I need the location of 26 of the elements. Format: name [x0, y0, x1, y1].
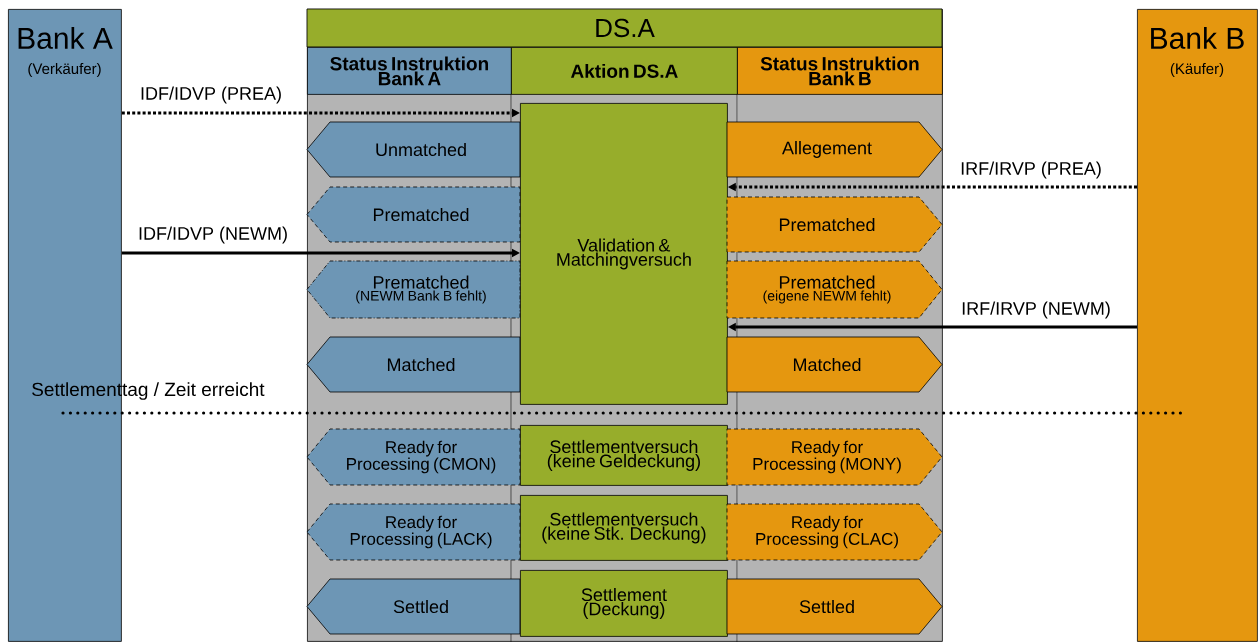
status-box: Settled: [726, 578, 943, 635]
edge-label: IDF/IDVP (NEWM): [137, 225, 289, 245]
status-box: Prematched (NEWM Bank B fehlt): [306, 260, 521, 319]
status-box: Prematched: [306, 186, 521, 243]
status-box: Allegement: [726, 121, 943, 178]
status-box: Ready for Processing (CLAC): [726, 503, 943, 561]
action-box: Settlement (Deckung): [520, 570, 728, 637]
edge-label: IRF/IRVP (PREA): [959, 160, 1103, 180]
status-box: Matched: [306, 336, 521, 393]
edge-label: IRF/IRVP (NEWM): [960, 300, 1112, 320]
edge-label: IDF/IDVP (PREA): [139, 85, 283, 105]
status-box: Matched: [726, 336, 943, 393]
action-box: Settlementversuch (keine Geldeckung): [520, 425, 728, 486]
status-box: Ready for Processing (LACK): [306, 503, 521, 561]
action-box: Validation & Matchingversuch: [520, 103, 728, 405]
status-box: Ready for Processing (CMON): [306, 428, 521, 486]
status-box: Prematched (eigene NEWM fehlt): [726, 260, 943, 319]
column-header: Status Instruktion Bank B: [737, 47, 943, 95]
status-box: Prematched: [726, 196, 943, 253]
status-box: Settled: [306, 578, 521, 635]
action-box: Settlementversuch (keine Stk. Deckung): [520, 495, 728, 561]
status-box: Ready for Processing (MONY): [726, 428, 943, 486]
column-header: Status Instruktion Bank A: [307, 47, 512, 95]
lane-box: Bank B (Käufer): [1137, 9, 1258, 642]
status-box: Unmatched: [306, 121, 521, 178]
column-header: Aktion DS.A: [511, 47, 738, 95]
